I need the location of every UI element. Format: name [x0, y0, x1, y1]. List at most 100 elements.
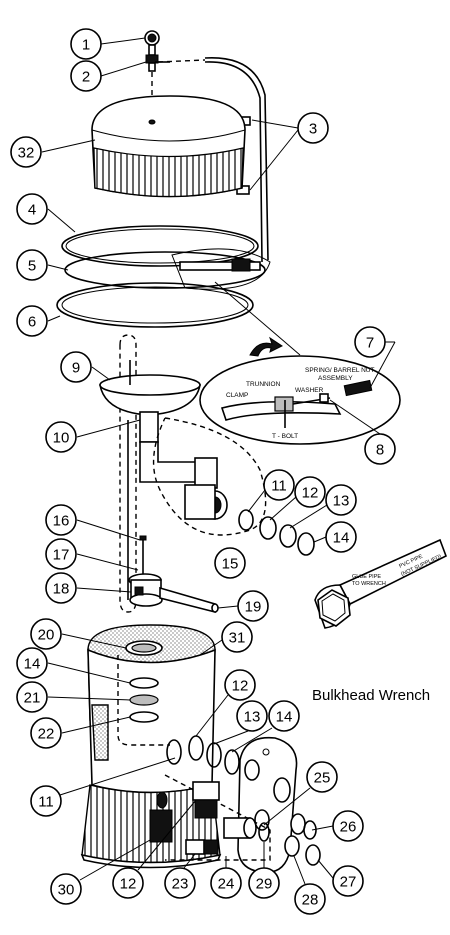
callout-number: 20	[38, 627, 55, 644]
callout-circle	[210, 867, 242, 899]
glue-pipe-label-2: TO WRENCH	[352, 581, 386, 587]
callout-circle	[364, 433, 396, 465]
callout-number: 19	[245, 599, 262, 616]
callout-circle	[16, 681, 48, 713]
callout-29: 29	[248, 867, 280, 899]
callout-circle	[45, 421, 77, 453]
callout-circle	[294, 883, 326, 915]
spring-barrel-nut-label-1: SPRING/ BARREL NUT	[305, 367, 374, 374]
callout-16: 16	[45, 504, 77, 536]
callout-number: 31	[229, 630, 246, 647]
callout-15: 15	[214, 547, 246, 579]
callout-circle	[45, 572, 77, 604]
callout-circle	[332, 865, 364, 897]
lower-o-ring	[56, 282, 254, 328]
callout-number: 9	[72, 360, 80, 377]
callout-number: 12	[232, 678, 249, 695]
callout-circle	[50, 873, 82, 905]
callout-9: 9	[60, 351, 92, 383]
callout-11: 11	[30, 785, 62, 817]
callout-circle	[263, 469, 295, 501]
callout-number: 13	[244, 709, 261, 726]
o-ring-11	[238, 509, 254, 531]
clamp-label: CLAMP	[226, 392, 248, 399]
callout-32: 32	[10, 136, 42, 168]
callout-12: 12	[112, 867, 144, 899]
callout-number: 26	[340, 819, 357, 836]
callout-circle	[306, 761, 338, 793]
arrow-icon	[249, 336, 283, 357]
callout-circle	[112, 867, 144, 899]
callout-circle	[164, 867, 196, 899]
callout-circle	[332, 810, 364, 842]
callout-number: 10	[53, 430, 70, 447]
callout-4: 4	[16, 193, 48, 225]
callout-number: 15	[222, 556, 239, 573]
callout-circle	[45, 538, 77, 570]
callout-7: 7	[354, 326, 386, 358]
callout-circle	[30, 717, 62, 749]
callout-number: 4	[28, 202, 36, 219]
callout-25: 25	[306, 761, 338, 793]
spring-barrel-nut-label-2: ASSEMBLY	[318, 375, 353, 382]
callout-number: 24	[218, 876, 235, 893]
callout-8: 8	[364, 433, 396, 465]
callout-11: 11	[263, 469, 295, 501]
callout-number: 7	[366, 335, 374, 352]
callout-20: 20	[30, 618, 62, 650]
callout-17: 17	[45, 538, 77, 570]
callout-circle	[30, 618, 62, 650]
callout-22: 22	[30, 717, 62, 749]
callout-14: 14	[325, 521, 357, 553]
callout-number: 14	[333, 530, 350, 547]
callout-circle	[325, 484, 357, 516]
callout-14: 14	[16, 647, 48, 679]
callout-circle	[70, 28, 102, 60]
callout-19: 19	[237, 590, 269, 622]
callout-circle	[214, 547, 246, 579]
callout-number: 18	[53, 581, 70, 598]
bulkhead-wrench: GLUE PIPE TO WRENCH PVC PIPE (NOT SUPPLI…	[314, 538, 448, 629]
callout-24: 24	[210, 867, 242, 899]
o-ring-13	[279, 524, 297, 548]
callout-circle	[297, 112, 329, 144]
callout-3: 3	[297, 112, 329, 144]
callout-circle	[354, 326, 386, 358]
callout-5: 5	[16, 249, 48, 281]
callout-13: 13	[325, 484, 357, 516]
callout-23: 23	[164, 867, 196, 899]
filter-tank	[80, 624, 222, 869]
callout-1: 1	[70, 28, 102, 60]
callout-number: 25	[314, 770, 331, 787]
callout-number: 30	[58, 882, 75, 899]
callout-number: 12	[120, 876, 137, 893]
callout-27: 27	[332, 865, 364, 897]
bulkhead-fittings	[164, 774, 321, 866]
callout-number: 1	[82, 37, 90, 54]
callout-30: 30	[50, 873, 82, 905]
glue-pipe-label-1: GLUE PIPE	[352, 574, 381, 580]
callout-circle	[10, 136, 42, 168]
callout-circle	[294, 476, 326, 508]
callout-28: 28	[294, 883, 326, 915]
callout-circle	[16, 249, 48, 281]
callout-circle	[221, 621, 253, 653]
callout-number: 12	[302, 485, 319, 502]
o-ring-14	[297, 532, 315, 556]
filter-lid	[91, 95, 246, 198]
tank-clamp	[64, 248, 271, 290]
callout-number: 23	[172, 876, 189, 893]
callout-2: 2	[70, 60, 102, 92]
drain-assembly	[128, 535, 219, 614]
callout-12: 12	[224, 669, 256, 701]
callout-26: 26	[332, 810, 364, 842]
callout-number: 32	[18, 145, 35, 162]
callout-circle	[16, 647, 48, 679]
callout-number: 27	[340, 874, 357, 891]
callout-number: 29	[256, 876, 273, 893]
callout-circle	[16, 193, 48, 225]
trunnion-label: TRUNNION	[246, 381, 281, 388]
callout-circle	[70, 60, 102, 92]
